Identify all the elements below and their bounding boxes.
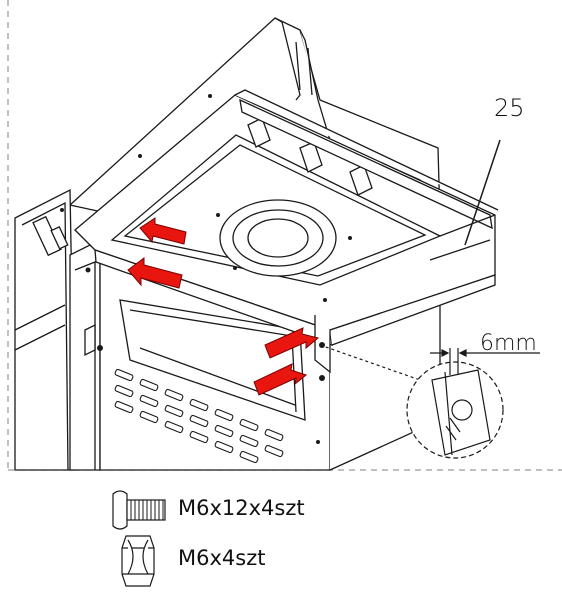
arrow-icon [264,327,320,359]
nut-icon [121,535,155,587]
part-leader-line [464,139,501,246]
gap-dimension-label: 6mm [480,331,537,356]
nut-spec-label: M6x4szt [178,546,266,570]
bolt-spec-label: M6x12x4szt [178,496,305,520]
arrow-icon [127,257,183,289]
part-number-label: 25 [494,94,525,122]
cabinet-left-wall [14,188,76,471]
screw-holes [60,94,352,444]
vent-slots [114,368,284,464]
arrow-icon [253,363,308,396]
red-arrows [127,217,320,396]
detail-view [319,344,540,459]
bolt-icon [112,490,166,530]
burner-tray [74,89,499,374]
arrow-icon [139,217,187,245]
